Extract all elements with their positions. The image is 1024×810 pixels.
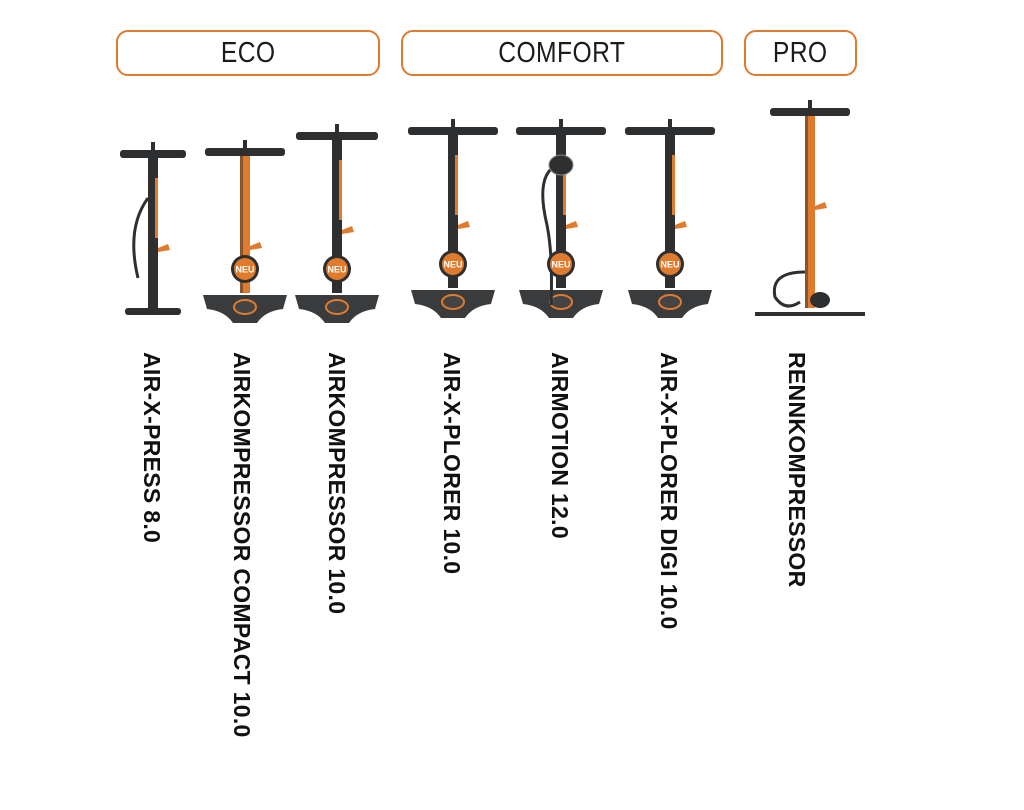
valve-head [342, 226, 354, 234]
neu-badge-text: NEU [235, 265, 254, 275]
neu-badge-text: NEU [327, 265, 346, 275]
neu-badge-text: NEU [443, 260, 462, 270]
category-comfort-label: COMFORT [498, 36, 626, 69]
product-label-air-x-plorer: AIR-X-PLORER 10.0 [439, 352, 465, 575]
neu-badge-text: NEU [551, 260, 570, 270]
neu-badge-text: NEU [660, 260, 679, 270]
pump-image: NEU [408, 119, 498, 318]
top-gauge [548, 154, 574, 176]
category-eco: ECO [116, 30, 380, 76]
product-label-rennkompressor: RENNKOMPRESSOR [784, 352, 810, 588]
pump-handle [408, 127, 498, 135]
category-pro-label: PRO [773, 36, 828, 69]
category-pro: PRO [744, 30, 857, 76]
pump-handle [625, 127, 715, 135]
pump-barrel [240, 156, 250, 293]
pump-hose [772, 270, 806, 308]
pump-barrel [148, 158, 158, 308]
valve-head [815, 202, 827, 210]
pump-image: NEU [295, 124, 379, 323]
pump-hose [541, 163, 558, 306]
pump-image: NEU [203, 140, 287, 323]
pump-barrel [556, 135, 566, 288]
pressure-gauge [441, 294, 465, 310]
valve-head [458, 221, 470, 229]
pressure-gauge [325, 299, 349, 315]
pump-barrel [332, 140, 342, 293]
pump-base [755, 312, 865, 316]
pump-barrel [805, 116, 815, 308]
pump-handle [205, 148, 285, 156]
pump-barrel [665, 135, 675, 288]
pump-barrel [448, 135, 458, 288]
category-comfort: COMFORT [401, 30, 723, 76]
valve-head [566, 221, 578, 229]
pump-handle [120, 150, 186, 158]
pressure-gauge [658, 294, 682, 310]
product-label-air-x-press: AIR-X-PRESS 8.0 [139, 352, 165, 544]
pump-handle [296, 132, 378, 140]
valve-head [250, 242, 262, 250]
pump-image [120, 142, 186, 315]
pump-handle [516, 127, 606, 135]
valve-head [158, 244, 170, 252]
product-label-airkompressor-compact: AIRKOMPRESSOR COMPACT 10.0 [229, 352, 255, 738]
category-eco-label: ECO [220, 36, 276, 69]
product-label-airmotion: AIRMOTION 12.0 [547, 352, 573, 539]
pressure-gauge [549, 294, 573, 310]
product-label-airkompressor: AIRKOMPRESSOR 10.0 [324, 352, 350, 615]
pressure-gauge [233, 299, 257, 315]
pressure-gauge [810, 292, 830, 308]
pump-image: NEU [516, 119, 606, 318]
pump-base [125, 308, 181, 315]
valve-head [675, 221, 687, 229]
pump-image: NEU [625, 119, 715, 318]
pump-image [755, 100, 865, 316]
pump-handle [770, 108, 850, 116]
product-label-air-x-plorer-digi: AIR-X-PLORER DIGI 10.0 [656, 352, 682, 630]
pump-hose [132, 197, 150, 279]
